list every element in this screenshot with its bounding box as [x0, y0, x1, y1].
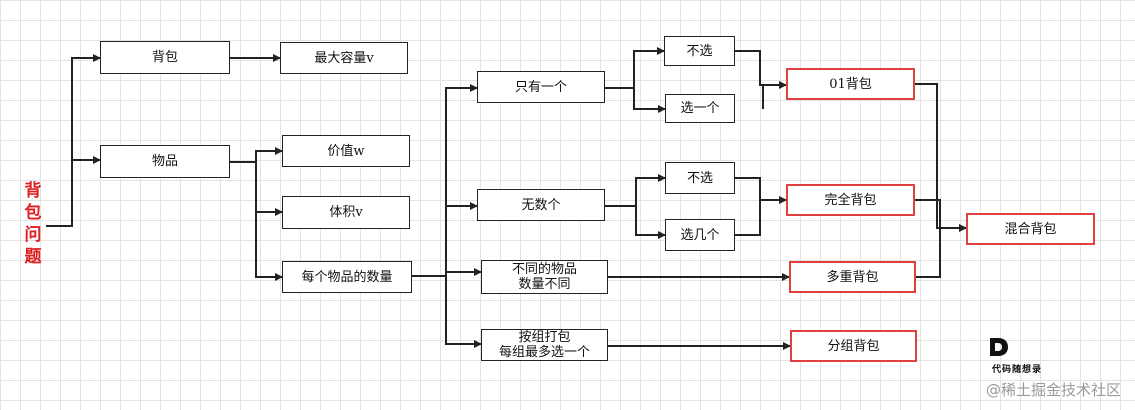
- node-volume[interactable]: 体积v: [282, 196, 410, 229]
- node-wupin[interactable]: 物品: [100, 145, 230, 178]
- logo-text: 代码随想录: [992, 365, 1043, 375]
- node-unlimited[interactable]: 无数个: [477, 189, 605, 221]
- node-not-pick-2[interactable]: 不选: [665, 162, 735, 194]
- node-mixed-knapsack[interactable]: 混合背包: [966, 213, 1095, 245]
- node-multiple-knapsack[interactable]: 多重背包: [789, 261, 916, 293]
- node-not-pick-1[interactable]: 不选: [664, 36, 735, 66]
- node-max-capacity[interactable]: 最大容量v: [280, 42, 408, 74]
- node-value[interactable]: 价值w: [282, 135, 410, 167]
- watermark: @稀土掘金技术社区: [985, 381, 1121, 399]
- d-logo-icon: [990, 338, 1008, 356]
- node-pick-one[interactable]: 选一个: [665, 94, 735, 123]
- node-pick-several[interactable]: 选几个: [665, 219, 735, 251]
- node-group-knapsack[interactable]: 分组背包: [790, 330, 917, 362]
- node-different-items[interactable]: 不同的物品 数量不同: [481, 260, 608, 294]
- node-beibao[interactable]: 背包: [100, 41, 230, 74]
- node-01-knapsack[interactable]: 01背包: [786, 68, 915, 100]
- node-only-one[interactable]: 只有一个: [477, 71, 605, 103]
- node-grouped[interactable]: 按组打包 每组最多选一个: [481, 329, 608, 361]
- node-complete-knapsack[interactable]: 完全背包: [786, 184, 915, 216]
- node-count[interactable]: 每个物品的数量: [282, 261, 412, 293]
- root-title: 背 包 问 题: [24, 181, 42, 267]
- brand-logo: 代码随想录: [988, 337, 1068, 376]
